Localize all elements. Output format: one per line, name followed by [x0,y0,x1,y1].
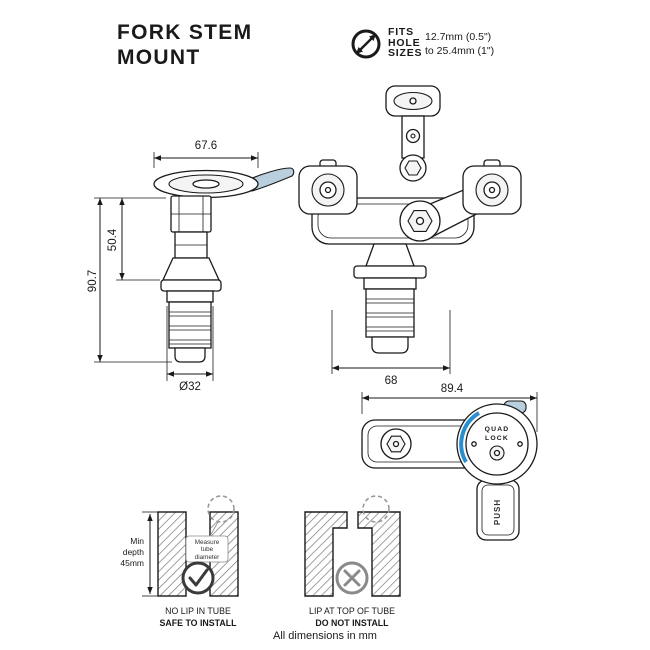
dimension-profile-width: 89.4 [361,383,538,432]
tube-wall-left [157,511,187,597]
measure-tube-label: Measure tube diameter [185,521,229,563]
svg-text:Measure: Measure [195,539,220,546]
unsafe-caption-line2: DO NOT INSTALL [315,618,389,628]
dimension-front-width: 68 [331,310,451,387]
dim-upper-height-label: 50.4 [107,228,119,251]
tube-wall-right-lip [357,511,401,597]
plug-position-dashed-circle [207,495,235,523]
dial-brand-quad: QUAD [485,426,510,433]
mount-body-side [160,195,222,292]
push-label: PUSH [493,499,502,525]
svg-text:tube: tube [201,546,214,553]
left-mount-head [298,159,358,215]
check-icon [181,561,215,595]
svg-text:diameter: diameter [195,554,220,561]
dial-brand-lock: LOCK [485,435,509,442]
dimension-total-height: 90.7 [87,198,172,363]
dimension-diameter: Ø32 [166,306,214,393]
dim-total-height-label: 90.7 [87,270,99,292]
page-title-line1: FORK STEM [117,21,253,44]
top-mount-head [385,85,441,182]
footer-note: All dimensions in mm [273,630,377,642]
side-view-drawing: 67.6 [87,140,295,393]
front-view-drawing: 68 [298,85,522,387]
min-depth-line3: 45mm [120,558,144,568]
min-depth-dimension: Min depth 45mm [120,511,158,597]
dim-profile-width-label: 89.4 [441,383,464,395]
expansion-plug-side [166,290,214,363]
profile-arm [361,419,481,469]
push-plate: PUSH [476,479,520,541]
hole-diameter-icon [351,29,381,59]
min-depth-line1: Min [130,536,144,546]
install-unsafe-diagram: LIP AT TOP OF TUBE DO NOT INSTALL [304,495,401,628]
unsafe-caption-line1: LIP AT TOP OF TUBE [309,606,395,616]
dim-top-width-label: 67.6 [195,140,217,152]
dimension-upper-height: 50.4 [94,197,166,281]
install-safe-diagram: Min depth 45mm Measure tube diameter NO … [120,495,239,628]
safe-caption-line2: SAFE TO INSTALL [160,618,238,628]
fits-hole-sizes-label: FITS HOLE SIZES [388,26,423,59]
fits-hole-sizes-range: 12.7mm (0.5") to 25.4mm (1") [425,31,495,57]
dim-diameter-label: Ø32 [179,381,201,393]
plug-position-dashed-circle-unsafe [362,495,390,523]
dimension-top-width: 67.6 [153,140,259,168]
right-mount-head [462,159,522,215]
quad-lock-dial: QUAD LOCK [456,400,538,485]
mount-lever [249,167,295,192]
page-title-line2: MOUNT [117,46,201,69]
min-depth-line2: depth [123,547,145,557]
safe-caption-line1: NO LIP IN TUBE [165,606,231,616]
front-expansion-plug [353,243,427,354]
page-title: FORK STEM MOUNT [117,20,252,70]
profile-view-drawing: 89.4 PUSH [361,383,538,541]
tube-wall-left-lip [304,511,348,597]
cross-icon [335,561,369,595]
dim-front-width-label: 68 [385,375,398,387]
mount-head-side [153,167,295,199]
dial-blue-ring [459,411,481,463]
